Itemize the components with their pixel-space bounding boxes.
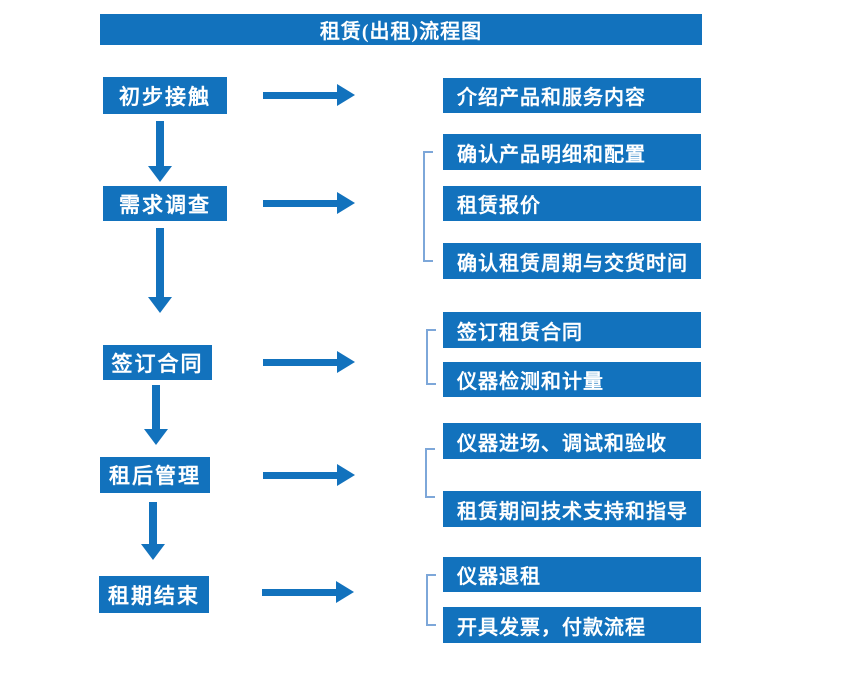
group-bracket-sign-contract <box>426 329 436 385</box>
group-bracket-rental-end <box>426 574 436 626</box>
detail-box-confirm-period-delivery: 确认租赁周期与交货时间 <box>443 243 701 279</box>
detail-box-instrument-testing: 仪器检测和计量 <box>443 362 701 397</box>
detail-box-invoice-payment: 开具发票，付款流程 <box>443 607 701 643</box>
detail-box-rental-quotation: 租赁报价 <box>443 186 701 221</box>
detail-box-instrument-setup-acceptance: 仪器进场、调试和验收 <box>443 423 701 459</box>
detail-box-tech-support: 租赁期间技术支持和指导 <box>443 491 701 527</box>
stage-box-post-rental-management: 租后管理 <box>100 457 210 493</box>
detail-box-sign-rental-contract: 签订租赁合同 <box>443 312 701 348</box>
stage-box-initial-contact: 初步接触 <box>103 77 227 114</box>
flowchart-title: 租赁(出租)流程图 <box>100 14 702 45</box>
group-bracket-post-rental <box>425 448 435 498</box>
detail-box-introduce-products: 介绍产品和服务内容 <box>443 78 701 113</box>
group-bracket-demand-survey <box>423 151 433 262</box>
stage-box-rental-end: 租期结束 <box>99 576 209 613</box>
detail-box-instrument-return: 仪器退租 <box>443 557 701 592</box>
stage-box-demand-survey: 需求调查 <box>103 186 227 221</box>
stage-box-sign-contract: 签订合同 <box>103 345 212 380</box>
detail-box-confirm-product-config: 确认产品明细和配置 <box>443 134 701 170</box>
